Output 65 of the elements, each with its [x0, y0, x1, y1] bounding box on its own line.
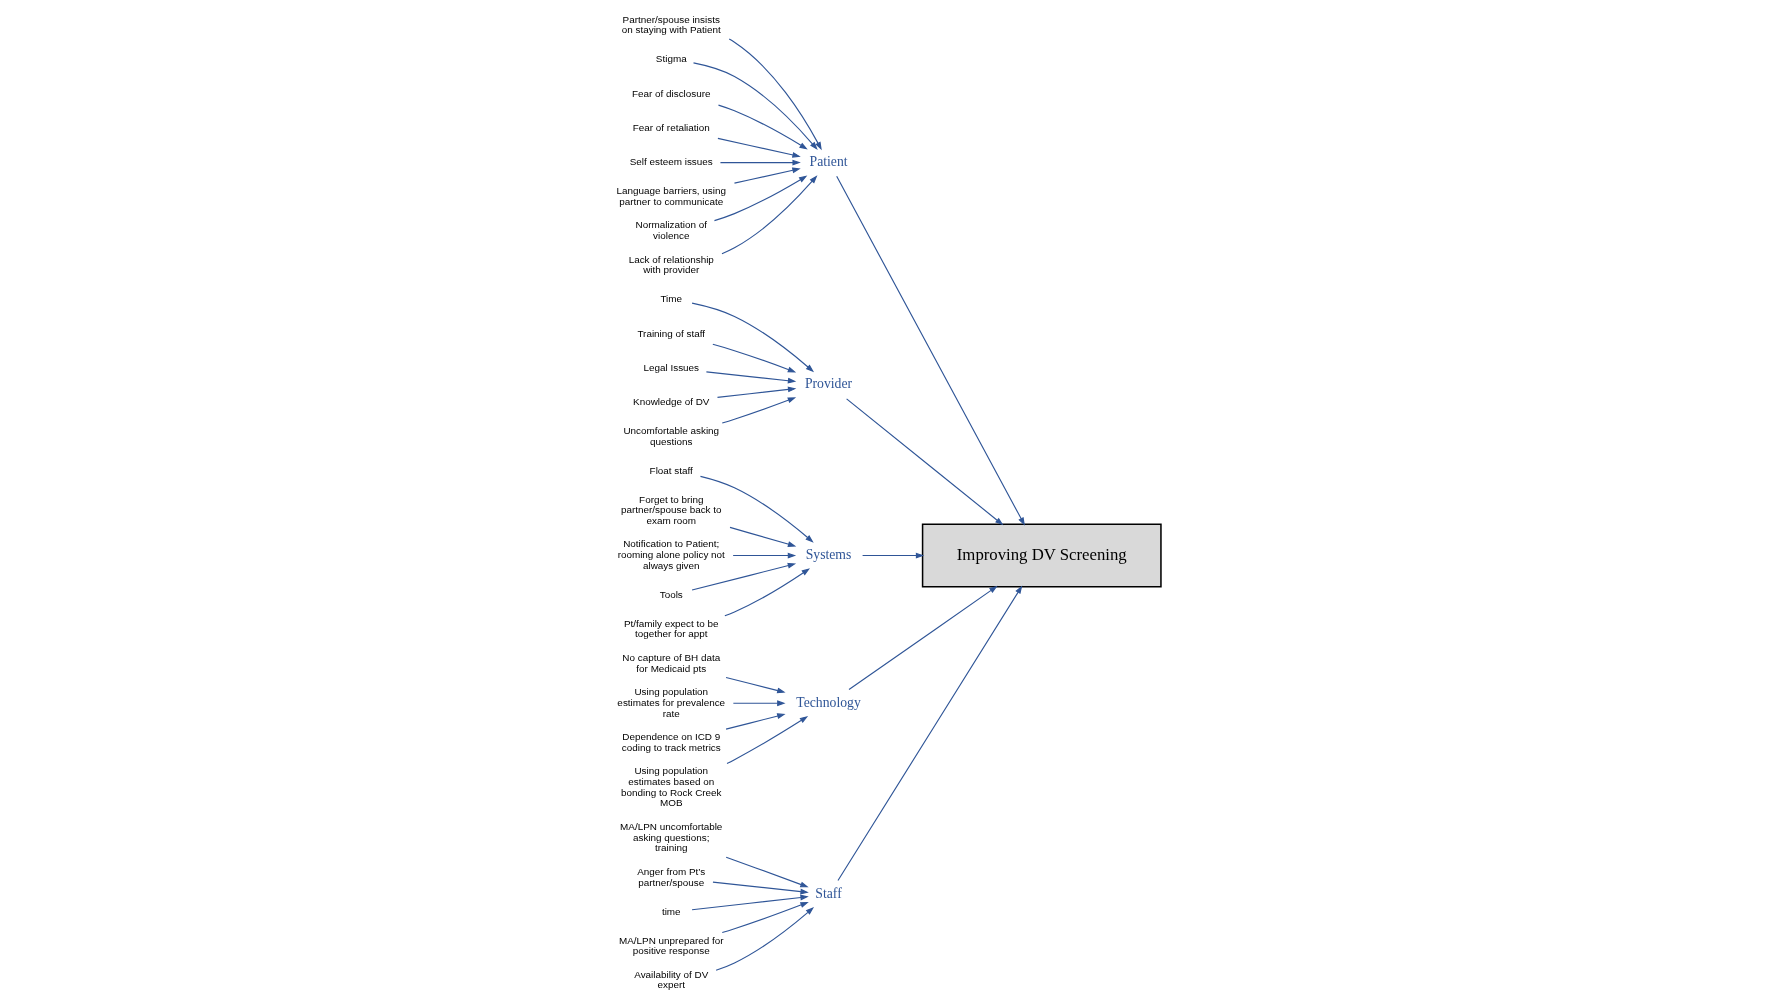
node-text: Forget to bring partner/spouse back to exam room — [620, 493, 722, 526]
node-text: Knowledge of DV — [632, 396, 709, 408]
arrow — [732, 552, 796, 559]
node-text: Fear of disclosure — [631, 87, 711, 99]
node-text: Legal Issues — [642, 361, 699, 373]
node-text: Float staff — [649, 464, 693, 476]
node-text: Using population estimates for prevalence rate — [616, 686, 725, 719]
node-text: Dependence on ICD 9 coding to track metrics — [621, 731, 721, 753]
node-text: Anger from Pt’s partner/spouse — [636, 865, 705, 888]
node-text: Pt/family expect to be together for appt — [623, 617, 719, 640]
node-text: Staff — [814, 885, 842, 901]
node-text: Availability of DV expert — [633, 968, 708, 991]
node-text: time — [661, 905, 681, 917]
arrow — [691, 894, 809, 911]
node-text: No capture of BH data for Medicaid pts — [621, 651, 720, 674]
arrow — [861, 552, 924, 559]
arrow — [724, 713, 786, 730]
arrow — [715, 907, 814, 971]
arrow — [724, 676, 786, 694]
node-text: MA/LPN uncomfortable asking questions; training — [619, 821, 722, 854]
arrow — [711, 343, 796, 373]
arrow — [719, 159, 801, 166]
node-box: Improving DV Screening — [921, 523, 1162, 588]
arrow — [847, 585, 998, 691]
node-text: Uncomfortable asking questions — [622, 425, 719, 447]
arrow — [705, 371, 796, 384]
arrow — [725, 856, 809, 888]
node-text: Systems — [805, 546, 851, 562]
arrow — [691, 562, 796, 591]
node-text: Fear of retaliation — [632, 121, 710, 133]
node-text: Self esteem issues — [629, 156, 713, 168]
arrow — [732, 700, 786, 707]
node-text: Partner/spouse insists on staying with Patient — [621, 13, 721, 36]
node-text: Lack of relationship with provider — [628, 253, 714, 276]
arrow — [728, 526, 796, 547]
arrow — [728, 38, 822, 151]
arrow — [845, 398, 1003, 526]
node-text: Notification to Patient; rooming alone policy not always given — [617, 538, 725, 571]
node-text: Tools — [659, 588, 683, 600]
node-text: Using population estimates based on bonding to Rock Creek MOB — [620, 765, 722, 809]
node-text: Time — [659, 293, 682, 305]
arrow — [716, 137, 801, 158]
arrow — [691, 302, 814, 373]
arrow — [733, 167, 801, 184]
node-text: MA/LPN unprepared for positive response — [618, 934, 723, 957]
arrow — [723, 568, 810, 617]
node-text: Training of staff — [636, 327, 705, 339]
arrow — [699, 475, 814, 543]
node-text: Normalization of violence — [635, 219, 707, 242]
arrow — [836, 585, 1022, 882]
node-text: Patient — [809, 153, 848, 169]
arrow — [721, 901, 809, 934]
arrow — [720, 175, 817, 255]
node-text: Provider — [804, 376, 852, 392]
arrow — [692, 62, 818, 151]
node-text: Stigma — [655, 53, 687, 65]
node-text: Technology — [795, 694, 861, 710]
arrow — [713, 175, 807, 222]
arrow — [725, 716, 808, 765]
arrow — [716, 386, 796, 398]
arrow — [711, 881, 809, 895]
arrow — [717, 104, 808, 150]
node-text: Language barriers, using partner to communicate — [616, 185, 726, 207]
arrow — [721, 397, 796, 424]
arrow — [835, 175, 1025, 526]
